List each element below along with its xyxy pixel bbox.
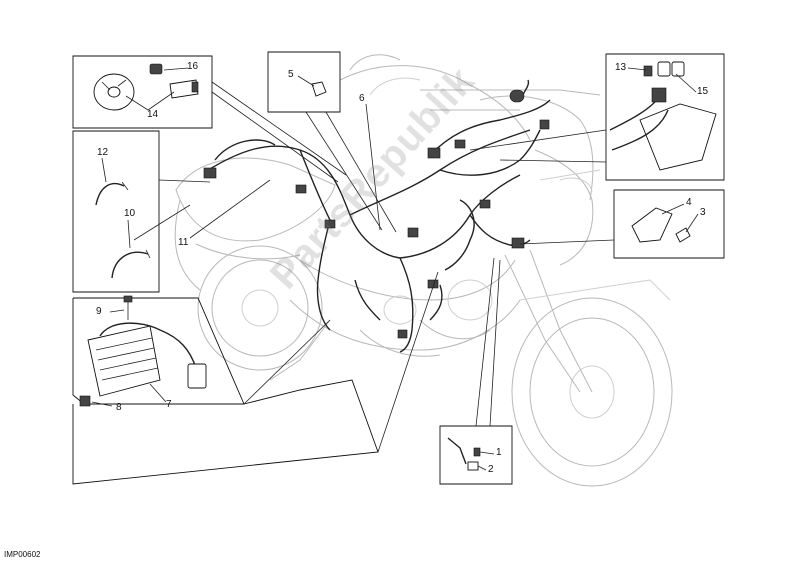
part-3-4-module xyxy=(631,207,691,243)
label-leaders xyxy=(91,67,699,471)
part-7-regulator xyxy=(79,295,207,407)
part-5-connector xyxy=(311,81,327,97)
callout-11: 11 xyxy=(178,237,189,248)
callout-7: 7 xyxy=(166,399,172,410)
motorcycle-outline xyxy=(174,54,673,487)
drawing-code: IMP00602 xyxy=(4,550,41,559)
wiring-harness xyxy=(203,79,551,353)
callout-14: 14 xyxy=(147,109,159,120)
part-14-cd xyxy=(93,73,135,111)
callout-15: 15 xyxy=(697,86,709,97)
callout-2: 2 xyxy=(488,464,494,475)
callout-3: 3 xyxy=(700,207,706,218)
part-1-2-ground xyxy=(447,437,481,471)
part-10-clamp xyxy=(111,249,151,279)
part-16-sensor xyxy=(149,63,199,99)
callout-13: 13 xyxy=(615,62,627,73)
part-13-15-relay xyxy=(609,61,717,171)
frame-leaders xyxy=(133,81,615,453)
callout-8: 8 xyxy=(116,402,122,413)
callout-12: 12 xyxy=(97,147,109,158)
callout-9: 9 xyxy=(96,306,102,317)
part-12-clamp xyxy=(95,181,129,206)
callout-16: 16 xyxy=(187,61,199,72)
callout-10: 10 xyxy=(124,208,136,219)
callout-4: 4 xyxy=(686,197,692,208)
callout-frames xyxy=(72,51,725,485)
callout-6: 6 xyxy=(359,93,365,104)
callout-1: 1 xyxy=(496,447,502,458)
callout-5: 5 xyxy=(288,69,294,80)
